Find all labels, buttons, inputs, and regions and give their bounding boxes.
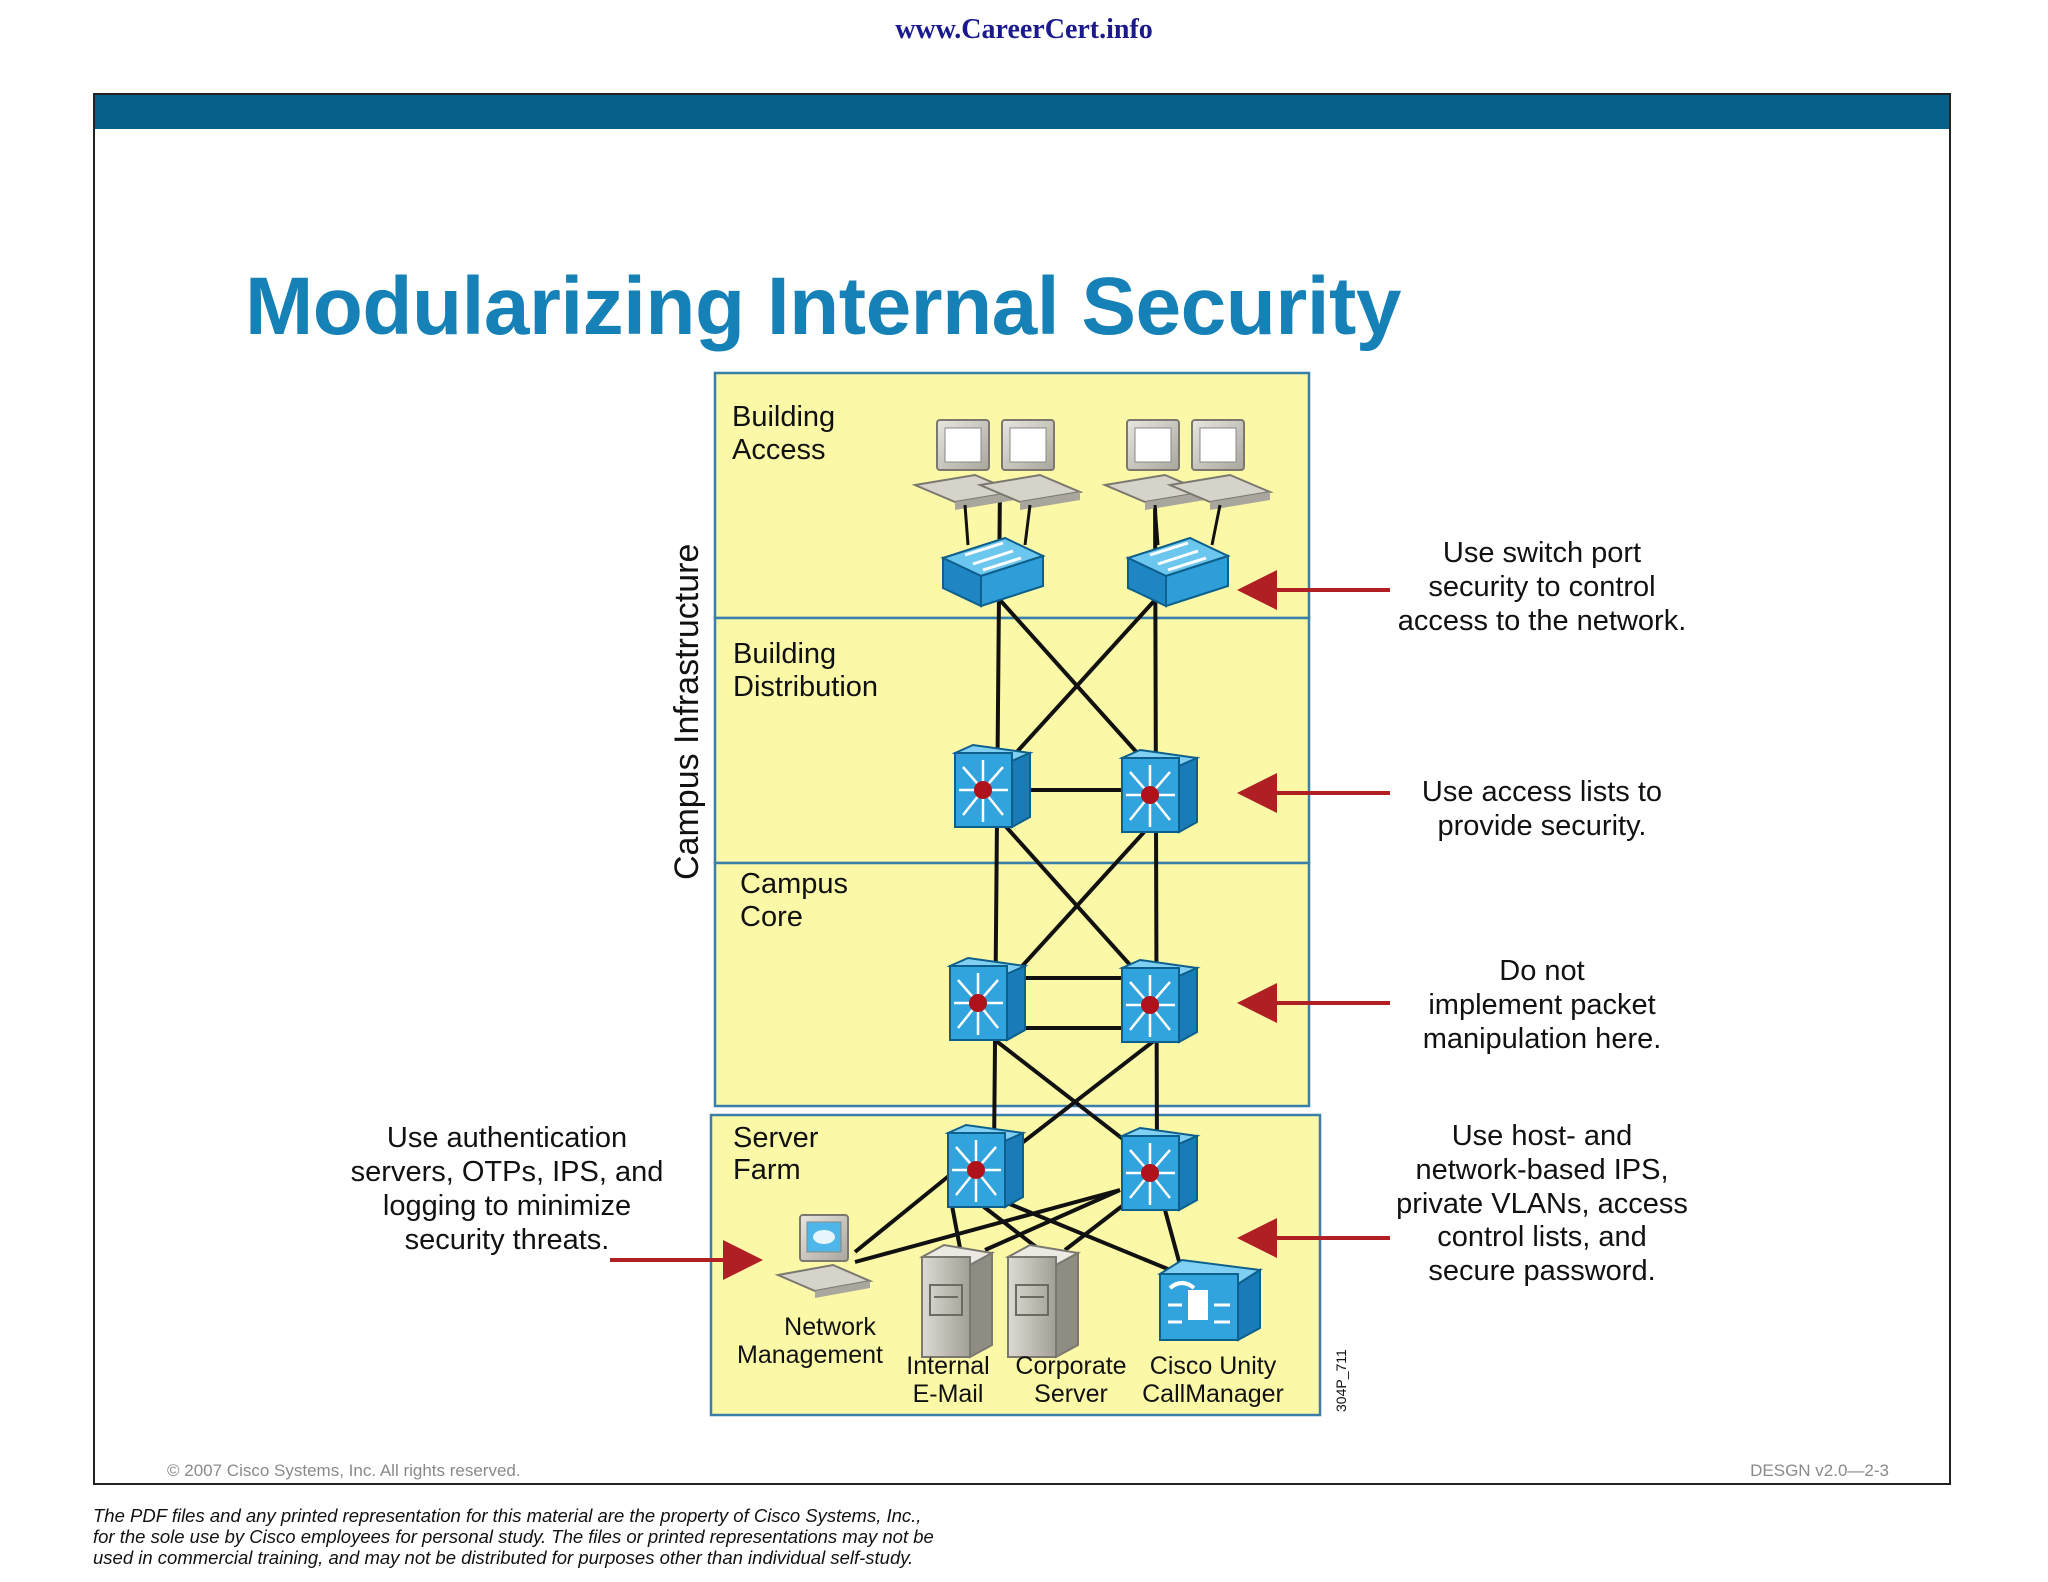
disclaimer-line: for the sole use by Cisco employees for …	[93, 1526, 934, 1547]
desktop-pc-icon	[1166, 419, 1274, 510]
device-label: Server	[1034, 1380, 1108, 1408]
figure-id: 304P_711	[1333, 1349, 1349, 1412]
module-label: Building	[733, 638, 836, 670]
multilayer-switch-icon	[951, 743, 1034, 829]
multilayer-switch-icon	[1118, 748, 1201, 834]
network-management-pc-icon	[774, 1214, 874, 1298]
multilayer-switch-icon	[946, 956, 1029, 1042]
multilayer-switch-icon	[1118, 1126, 1201, 1212]
access-switch-icon	[1125, 536, 1231, 608]
callout-arrows	[610, 570, 1390, 1280]
device-label: Internal	[906, 1352, 989, 1380]
device-label: Management	[737, 1341, 883, 1369]
device-label: Cisco Unity	[1150, 1352, 1277, 1380]
slide-header-band	[95, 95, 1949, 129]
disclaimer: The PDF files and any printed representa…	[93, 1505, 1143, 1568]
module-label: Server	[733, 1122, 819, 1154]
module-label: Distribution	[733, 671, 878, 703]
device-label: E-Mail	[913, 1380, 984, 1408]
device-label: Network	[784, 1313, 876, 1341]
multilayer-switch-icon	[944, 1123, 1027, 1209]
corporate-server-icon	[1004, 1243, 1082, 1359]
module-label: Farm	[733, 1154, 801, 1186]
header-url[interactable]: www.CareerCert.info	[895, 14, 1153, 45]
device-label: CallManager	[1142, 1380, 1284, 1408]
course-code: DESGN v2.0—2-3	[1750, 1461, 1889, 1480]
desktop-pc-icon	[1101, 419, 1209, 510]
email-server-icon	[918, 1243, 996, 1359]
module-label: Core	[740, 901, 803, 933]
device-label: Corporate	[1015, 1352, 1126, 1380]
module-label: Campus	[740, 868, 848, 900]
access-switch-icon	[940, 536, 1046, 608]
campus-infrastructure-label: Campus Infrastructure	[668, 544, 706, 880]
desktop-pc-icon	[911, 419, 1019, 510]
slide-title: Modularizing Internal Security	[245, 261, 1401, 352]
disclaimer-line: used in commercial training, and may not…	[93, 1547, 914, 1568]
module-label: Access	[732, 434, 825, 466]
desktop-pc-icon	[976, 419, 1084, 510]
disclaimer-line: The PDF files and any printed representa…	[93, 1505, 922, 1526]
module-label: Building	[732, 401, 835, 433]
callmanager-icon	[1157, 1258, 1263, 1342]
copyright-notice: © 2007 Cisco Systems, Inc. All rights re…	[167, 1461, 521, 1480]
multilayer-switch-icon	[1118, 958, 1201, 1044]
